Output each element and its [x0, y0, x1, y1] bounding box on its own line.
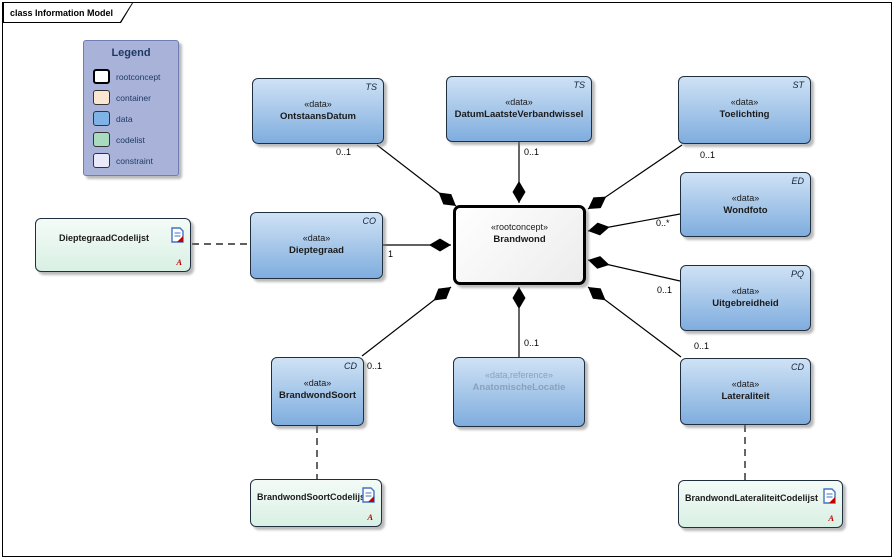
- legend-label: data: [116, 113, 133, 124]
- type-code: TS: [573, 80, 585, 90]
- codelist-name: BrandwondLateraliteitCodelijst: [685, 493, 819, 503]
- codelist-marker: A: [828, 513, 834, 523]
- container-swatch: [93, 90, 110, 105]
- stereotype: «data»: [731, 286, 760, 296]
- codelist-name: DieptegraadCodelijst: [58, 233, 150, 243]
- node-dieptegraad[interactable]: CO «data» Dieptegraad: [250, 212, 383, 279]
- rootconcept-swatch: [93, 69, 110, 84]
- diagram-title: class Information Model: [4, 3, 132, 22]
- legend-title: Legend: [111, 47, 151, 59]
- node-datumlaatsteverbandwissel[interactable]: TS «data» DatumLaatsteVerbandwissel: [446, 76, 592, 142]
- node-uitgebreidheid[interactable]: PQ «data» Uitgebreidheid: [680, 265, 811, 331]
- type-code: ST: [792, 80, 804, 90]
- codelist-swatch: [93, 132, 110, 147]
- multiplicity-uitgebreidheid: 0..1: [657, 285, 673, 295]
- multiplicity-brandwondsoort: 0..1: [367, 361, 383, 371]
- multiplicity-dieptegraad: 1: [388, 249, 394, 259]
- stereotype: «data»: [731, 379, 760, 389]
- type-code: TS: [365, 82, 377, 92]
- type-code: CD: [791, 362, 804, 372]
- legend-item-rootconcept: rootconcept: [84, 66, 178, 87]
- type-code: CO: [362, 216, 377, 226]
- node-dieptegraadcodelijst[interactable]: DieptegraadCodelijst A: [35, 218, 191, 272]
- node-brandwond[interactable]: «rootconcept» Brandwond: [453, 205, 586, 285]
- legend-label: constraint: [116, 155, 153, 166]
- multiplicity-wondfoto: 0..*: [656, 218, 670, 228]
- legend-item-constraint: constraint: [84, 150, 178, 171]
- codelist-name: BrandwondSoortCodelijst: [257, 492, 368, 502]
- legend-label: codelist: [116, 134, 145, 145]
- node-name: DatumLaatsteVerbandwissel: [454, 109, 584, 120]
- codelist-marker: A: [367, 512, 373, 522]
- stereotype: «data,reference»: [484, 370, 554, 380]
- node-brandwondsoortcodelijst[interactable]: BrandwondSoortCodelijst A: [250, 479, 382, 527]
- node-ontstaansdatum[interactable]: TS «data» OntstaansDatum: [252, 78, 384, 144]
- node-name: BrandwondSoort: [278, 390, 357, 401]
- legend-label: container: [116, 92, 151, 103]
- legend-item-codelist: codelist: [84, 129, 178, 150]
- multiplicity-anatomischelocatie: 0..1: [524, 338, 540, 348]
- type-code: CD: [344, 361, 357, 371]
- multiplicity-lateraliteit: 0..1: [694, 341, 710, 351]
- multiplicity-toelichting: 0..1: [700, 150, 716, 160]
- node-name: Brandwond: [493, 234, 546, 245]
- legend-item-data: data: [84, 108, 178, 129]
- legend: Legend rootconcept container data codeli…: [83, 40, 179, 176]
- data-swatch: [93, 111, 110, 126]
- multiplicity-ontstaansdatum: 0..1: [336, 147, 352, 157]
- node-lateraliteit[interactable]: CD «data» Lateraliteit: [680, 358, 811, 425]
- stereotype: «data»: [731, 193, 760, 203]
- type-code: PQ: [790, 269, 804, 279]
- node-name: Uitgebreidheid: [712, 298, 779, 309]
- node-name: Toelichting: [719, 109, 770, 120]
- legend-item-container: container: [84, 87, 178, 108]
- node-name: Lateraliteit: [721, 391, 770, 402]
- node-wondfoto[interactable]: ED «data» Wondfoto: [680, 172, 811, 237]
- node-toelichting[interactable]: ST «data» Toelichting: [678, 76, 811, 144]
- stereotype: «data»: [304, 99, 332, 109]
- legend-label: rootconcept: [116, 71, 161, 82]
- node-anatomischelocatie[interactable]: «data,reference» AnatomischeLocatie: [453, 357, 585, 427]
- node-brandwondsoort[interactable]: CD «data» BrandwondSoort: [271, 357, 364, 426]
- node-brandwondlateraliteitcodelijst[interactable]: BrandwondLateraliteitCodelijst A: [678, 480, 843, 528]
- stereotype: «data»: [302, 233, 331, 243]
- stereotype: «rootconcept»: [490, 222, 549, 232]
- stereotype: «data»: [730, 97, 759, 107]
- multiplicity-datumlaatsteverbandwissel: 0..1: [524, 147, 540, 157]
- node-name: Dieptegraad: [289, 245, 344, 256]
- type-code: ED: [791, 176, 804, 186]
- document-icon: [171, 227, 184, 248]
- node-name: OntstaansDatum: [279, 111, 356, 122]
- document-icon: [362, 487, 375, 508]
- node-name: Wondfoto: [723, 205, 768, 216]
- stereotype: «data»: [303, 378, 332, 388]
- stereotype: «data»: [505, 97, 533, 107]
- node-name: AnatomischeLocatie: [472, 382, 566, 393]
- constraint-swatch: [93, 153, 110, 168]
- document-icon: [823, 488, 836, 509]
- diagram-title-tab: class Information Model: [3, 3, 133, 23]
- codelist-marker: A: [176, 257, 182, 267]
